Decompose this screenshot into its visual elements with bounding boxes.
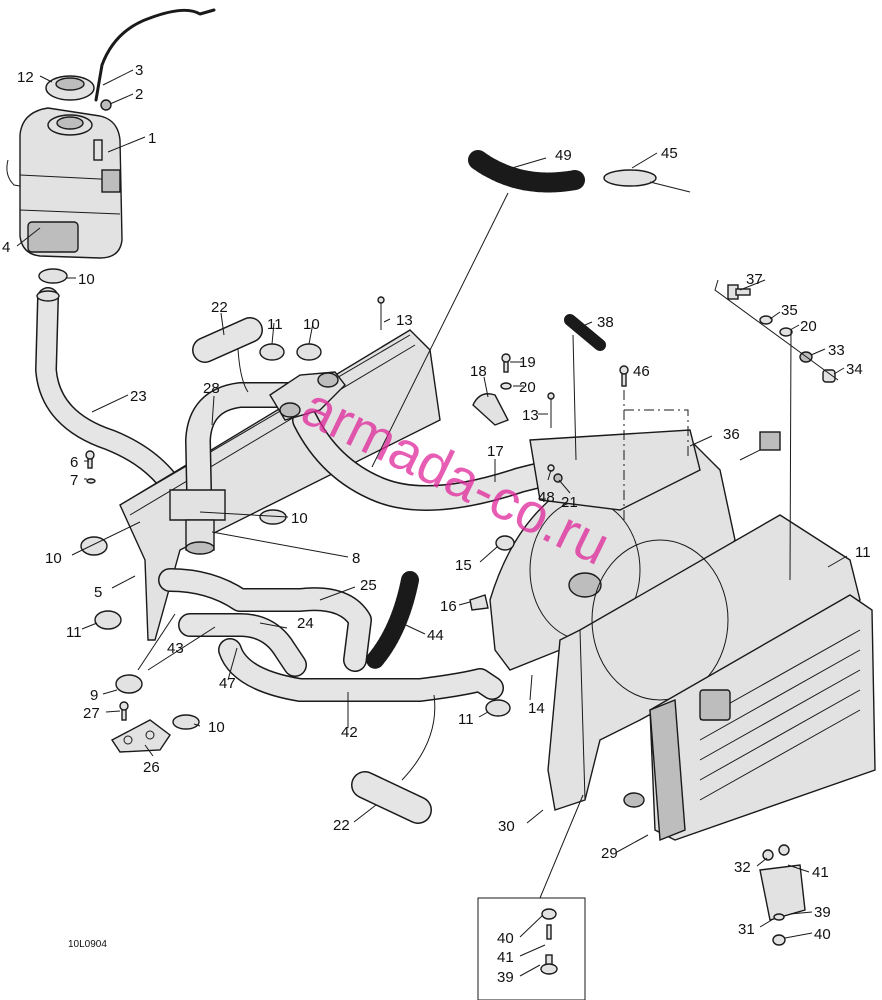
- grommet-15: [495, 535, 515, 551]
- callout-12: 12: [17, 69, 34, 86]
- bracket-18: [472, 393, 509, 426]
- corrugated-hose-44: [366, 571, 419, 669]
- hose-22-lower: [351, 771, 432, 824]
- hose-23: [35, 287, 191, 511]
- callout-labels: 1 2 3 4 5 6 7 8 9 10 10 10 10 10 11 11 1…: [2, 62, 871, 986]
- callout-44: 44: [427, 627, 444, 644]
- hose-clamps: [38, 268, 834, 730]
- callout-34: 34: [846, 361, 863, 378]
- callout-10e: 10: [208, 719, 225, 736]
- callout-19: 19: [519, 354, 536, 371]
- detail-inset-box: [477, 897, 586, 1000]
- callout-32: 32: [734, 859, 751, 876]
- callout-7: 7: [70, 472, 78, 489]
- callout-10b: 10: [303, 316, 320, 333]
- bracket-26: [110, 719, 171, 753]
- callout-4: 4: [2, 239, 10, 256]
- coolant-reservoir: [6, 107, 123, 259]
- callout-48: 48: [538, 489, 555, 506]
- callout-41b: 41: [812, 864, 829, 881]
- callout-20b: 20: [800, 318, 817, 335]
- callout-37: 37: [746, 271, 763, 288]
- callout-39b: 39: [497, 969, 514, 986]
- callout-43: 43: [167, 640, 184, 657]
- callout-47: 47: [219, 675, 236, 692]
- callout-23: 23: [130, 388, 147, 405]
- callout-10c: 10: [291, 510, 308, 527]
- hose-22-upper: [192, 317, 263, 363]
- corrugated-hose-49: [468, 150, 585, 193]
- callout-30: 30: [498, 818, 515, 835]
- callout-2: 2: [135, 86, 143, 103]
- hose-24: [178, 613, 307, 677]
- fan-bracket-36: [529, 429, 781, 511]
- vent-clamp: [100, 99, 112, 111]
- callout-11a: 11: [267, 316, 283, 333]
- callout-22a: 22: [211, 299, 228, 316]
- radiator: [623, 594, 876, 842]
- callout-40a: 40: [497, 930, 514, 947]
- callout-39a: 39: [814, 904, 831, 921]
- callout-42: 42: [341, 724, 358, 741]
- callout-1: 1: [148, 130, 156, 147]
- callout-26: 26: [143, 759, 160, 776]
- cable-tie: [603, 169, 691, 193]
- callout-8: 8: [352, 550, 360, 567]
- hose-17: [292, 407, 573, 511]
- callout-28: 28: [203, 380, 220, 397]
- vent-tube: [94, 8, 216, 102]
- sleeve-38: [564, 314, 606, 351]
- hose-42: [218, 638, 504, 702]
- callout-27: 27: [83, 705, 100, 722]
- callout-31: 31: [738, 921, 755, 938]
- callout-13b: 13: [522, 407, 539, 424]
- inset-fasteners: [540, 908, 558, 975]
- callout-41a: 41: [497, 949, 514, 966]
- clip-16: [469, 594, 489, 611]
- callout-16: 16: [440, 598, 457, 615]
- callout-25: 25: [360, 577, 377, 594]
- callout-15: 15: [455, 557, 472, 574]
- callout-9: 9: [90, 687, 98, 704]
- drawing-code: 10L0904: [68, 939, 107, 950]
- callout-10a: 10: [78, 271, 95, 288]
- callout-45: 45: [661, 145, 678, 162]
- callout-20a: 20: [519, 379, 536, 396]
- hose-25: [158, 568, 372, 672]
- callout-36: 36: [723, 426, 740, 443]
- callout-3: 3: [135, 62, 143, 79]
- leader-lines: [16, 69, 848, 977]
- engine-bracket: [119, 329, 441, 641]
- callout-24: 24: [297, 615, 314, 632]
- radiator-support: [547, 514, 861, 811]
- callout-33: 33: [828, 342, 845, 359]
- callout-11d: 11: [855, 544, 871, 561]
- callout-18: 18: [470, 363, 487, 380]
- reservoir-cap: [45, 75, 95, 101]
- callout-22b: 22: [333, 817, 350, 834]
- callout-29: 29: [601, 845, 618, 862]
- callout-38: 38: [597, 314, 614, 331]
- callout-46: 46: [633, 363, 650, 380]
- thermostat-housing: [269, 371, 346, 421]
- callout-35: 35: [781, 302, 798, 319]
- callout-21: 21: [561, 494, 578, 511]
- callout-11c: 11: [458, 711, 474, 728]
- callout-40b: 40: [814, 926, 831, 943]
- callout-11b: 11: [66, 624, 82, 641]
- callout-6: 6: [70, 454, 78, 471]
- hose-28: [185, 382, 313, 553]
- callout-17: 17: [487, 443, 504, 460]
- callout-10d: 10: [45, 550, 62, 567]
- callout-49: 49: [555, 147, 572, 164]
- callout-14: 14: [528, 700, 545, 717]
- callout-13a: 13: [396, 312, 413, 329]
- callout-5: 5: [94, 584, 102, 601]
